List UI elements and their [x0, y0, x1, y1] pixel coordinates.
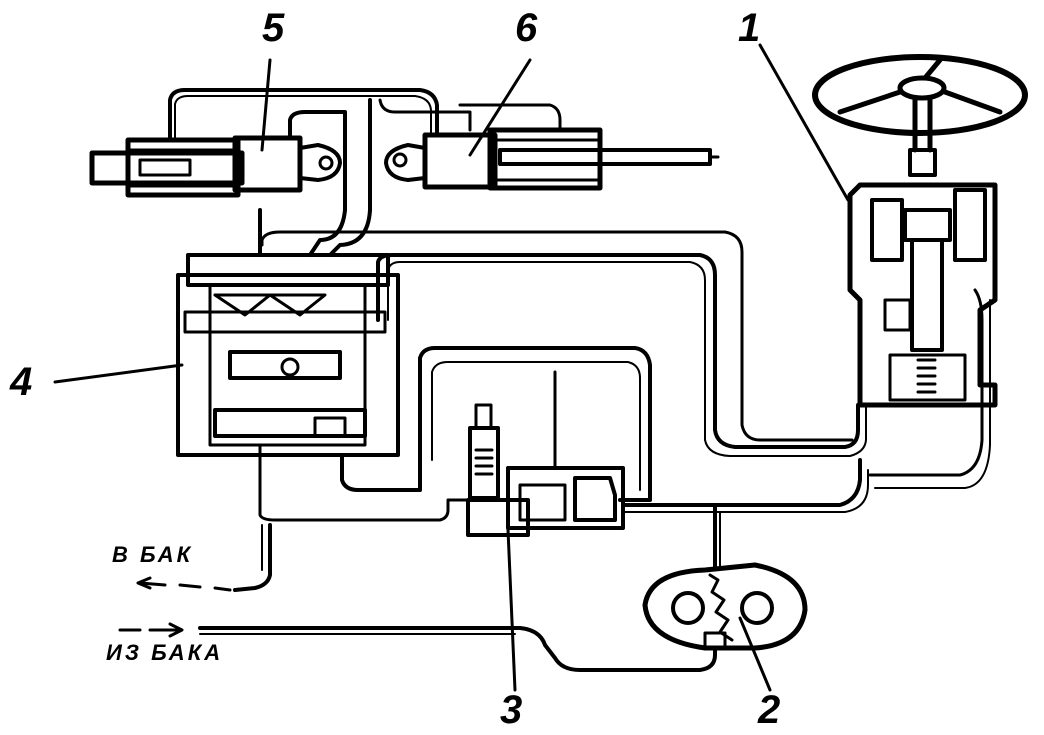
hydraulic-lines — [198, 230, 991, 672]
leader-lines — [53, 43, 850, 692]
distributor-4 — [176, 208, 400, 457]
tank-arrows — [118, 576, 232, 638]
cylinder-5 — [89, 135, 342, 198]
pump-2 — [642, 562, 808, 651]
caption-to-tank: В БАК — [112, 542, 194, 567]
steering-gear-1 — [812, 54, 1028, 408]
label-3: 3 — [500, 688, 523, 732]
label-1: 1 — [738, 6, 761, 50]
label-4: 4 — [10, 360, 33, 404]
cylinder-pipes — [168, 88, 562, 212]
label-2: 2 — [758, 688, 781, 732]
label-6: 6 — [515, 6, 538, 50]
caption-from-tank: ИЗ БАКА — [106, 640, 224, 665]
label-5: 5 — [262, 6, 285, 50]
valve-3 — [466, 403, 625, 537]
cylinder-6 — [384, 127, 720, 191]
